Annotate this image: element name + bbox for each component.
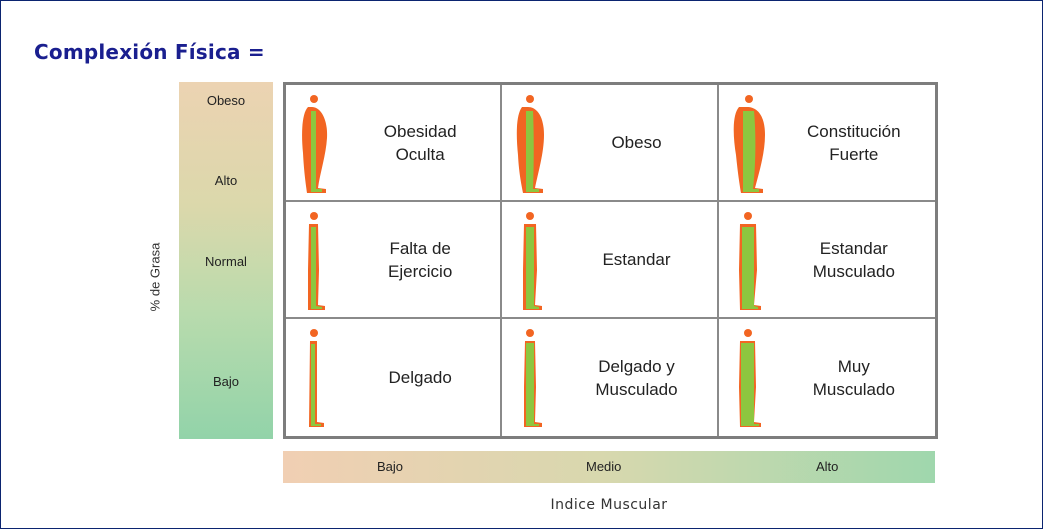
x-axis-label: Indice Muscular bbox=[550, 497, 668, 513]
matrix-cell: Obesidad Oculta bbox=[286, 85, 503, 202]
person-silhouette-icon bbox=[738, 329, 761, 427]
y-level-bajo: Bajo bbox=[212, 374, 240, 389]
cell-label: Muy Musculado bbox=[812, 356, 895, 399]
cell-label: Delgado bbox=[388, 368, 452, 387]
x-level-medio: Medio bbox=[586, 459, 622, 474]
matrix-cell: Muy Musculado bbox=[719, 319, 935, 436]
body-type-matrix: Obesidad Oculta Obeso Constitución Fuert… bbox=[283, 82, 938, 439]
person-silhouette-icon bbox=[309, 329, 324, 427]
x-level-alto: Alto bbox=[816, 459, 839, 474]
matrix-cell: Falta de Ejercicio bbox=[286, 202, 503, 319]
y-level-normal: Normal bbox=[205, 254, 247, 269]
cell-label: Estandar Musculado bbox=[812, 238, 895, 281]
person-silhouette-icon bbox=[733, 95, 765, 193]
y-axis-label: % de Grasa bbox=[147, 242, 163, 312]
matrix-cell: Estandar bbox=[502, 202, 719, 319]
matrix-cell: Delgado y Musculado bbox=[502, 319, 719, 436]
person-silhouette-icon bbox=[524, 329, 543, 427]
y-level-alto: Alto bbox=[214, 173, 238, 188]
x-level-bajo: Bajo bbox=[377, 459, 404, 474]
matrix-cell: Constitución Fuerte bbox=[718, 85, 935, 202]
person-silhouette-icon bbox=[308, 212, 325, 310]
matrix-cell: Obeso bbox=[502, 85, 719, 202]
person-silhouette-icon bbox=[302, 95, 328, 193]
person-silhouette-icon bbox=[523, 212, 543, 310]
matrix-cell: Estandar Musculado bbox=[718, 202, 935, 319]
person-silhouette-icon bbox=[517, 95, 545, 193]
matrix-cell: Delgado bbox=[286, 319, 503, 436]
y-level-obeso: Obeso bbox=[206, 93, 246, 108]
cell-label: Constitución Fuerte bbox=[807, 121, 901, 164]
cell-label: Falta de Ejercicio bbox=[388, 238, 453, 281]
cell-label: Obesidad Oculta bbox=[383, 121, 457, 164]
slide-title: Complexión Física = bbox=[34, 40, 265, 64]
person-silhouette-icon bbox=[738, 212, 761, 310]
cell-label: Obeso bbox=[611, 133, 662, 152]
cell-label: Delgado y Musculado bbox=[595, 356, 678, 399]
muscle-index-scale: Bajo Medio Alto bbox=[283, 451, 935, 483]
fat-percentage-scale: Obeso Alto Normal Bajo bbox=[179, 82, 273, 439]
cell-label: Estandar bbox=[602, 250, 671, 269]
